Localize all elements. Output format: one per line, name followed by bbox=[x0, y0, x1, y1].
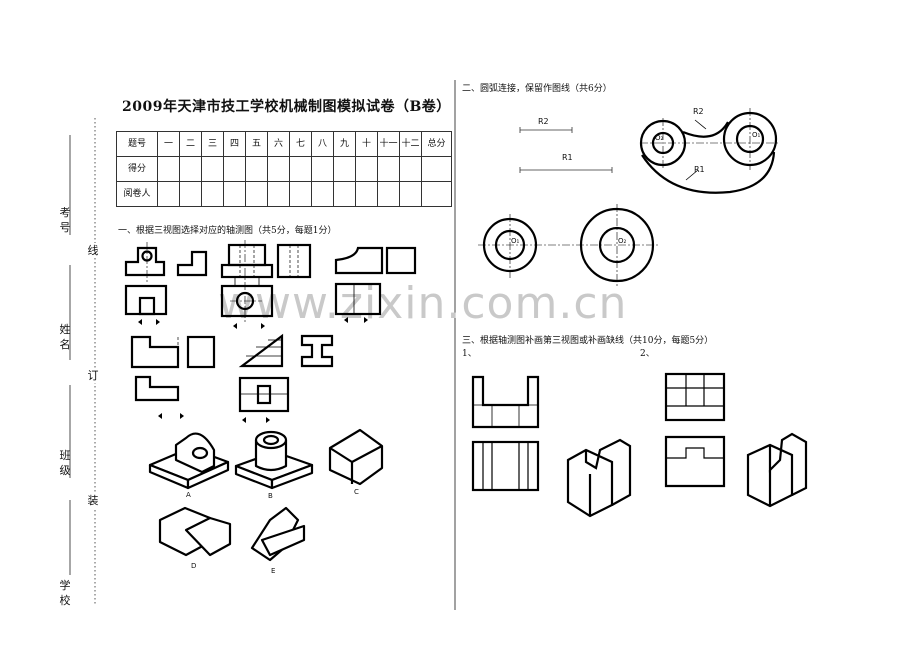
score-table: 题号 一 二 三 四 五 六 七 八 九 十 十一 十二 总分 得分 阅卷人 bbox=[116, 131, 452, 207]
view-arrows bbox=[138, 317, 368, 423]
question-1-number: 1、 bbox=[462, 349, 477, 359]
school-label: 学校 bbox=[59, 579, 71, 607]
score-cell[interactable] bbox=[421, 181, 452, 207]
option-label-a: A bbox=[186, 491, 191, 499]
center-o1-label-top: O₁ bbox=[752, 131, 761, 139]
class-label: 班级 bbox=[59, 449, 71, 477]
binding-char-order: 订 bbox=[86, 368, 100, 383]
center-o1-label: O₁ bbox=[511, 237, 520, 245]
name-label: 姓名 bbox=[59, 323, 71, 351]
binding-char-line: 线 bbox=[86, 243, 100, 258]
binding-char-bind: 装 bbox=[86, 493, 100, 508]
exam-no-label: 考号 bbox=[59, 206, 71, 234]
score-row-label: 得分 bbox=[116, 156, 158, 182]
dim-r1-arc-label: R1 bbox=[694, 165, 705, 174]
center-o2-label: O₂ bbox=[618, 237, 627, 245]
score-table-row: 阅卷人 bbox=[116, 181, 452, 207]
score-row-label: 阅卷人 bbox=[116, 181, 158, 207]
score-table-row: 得分 bbox=[116, 156, 452, 182]
dim-r1-label: R1 bbox=[562, 153, 573, 162]
option-label-b: B bbox=[268, 492, 273, 500]
section-1-heading: 一、根据三视图选择对应的轴测图（共5分，每题1分） bbox=[118, 226, 337, 236]
section-2-heading: 二、圆弧连接，保留作图线（共6分） bbox=[462, 84, 612, 94]
dim-r2-arc-label: R2 bbox=[693, 107, 704, 116]
option-label-d: D bbox=[191, 562, 197, 570]
option-label-e: E bbox=[271, 567, 276, 575]
section-3-heading: 三、根据轴测图补画第三视图或补画缺线（共10分，每题5分） bbox=[462, 336, 714, 346]
question-2-number: 2、 bbox=[640, 349, 655, 359]
option-label-c: C bbox=[354, 488, 359, 496]
dim-r2-label: R2 bbox=[538, 117, 549, 126]
center-o2-label-top: O₂ bbox=[655, 134, 664, 142]
exam-title: 2009年天津市技工学校机械制图模拟试卷（B卷） bbox=[122, 99, 451, 115]
watermark: www.zixin.com.cn bbox=[218, 278, 628, 329]
